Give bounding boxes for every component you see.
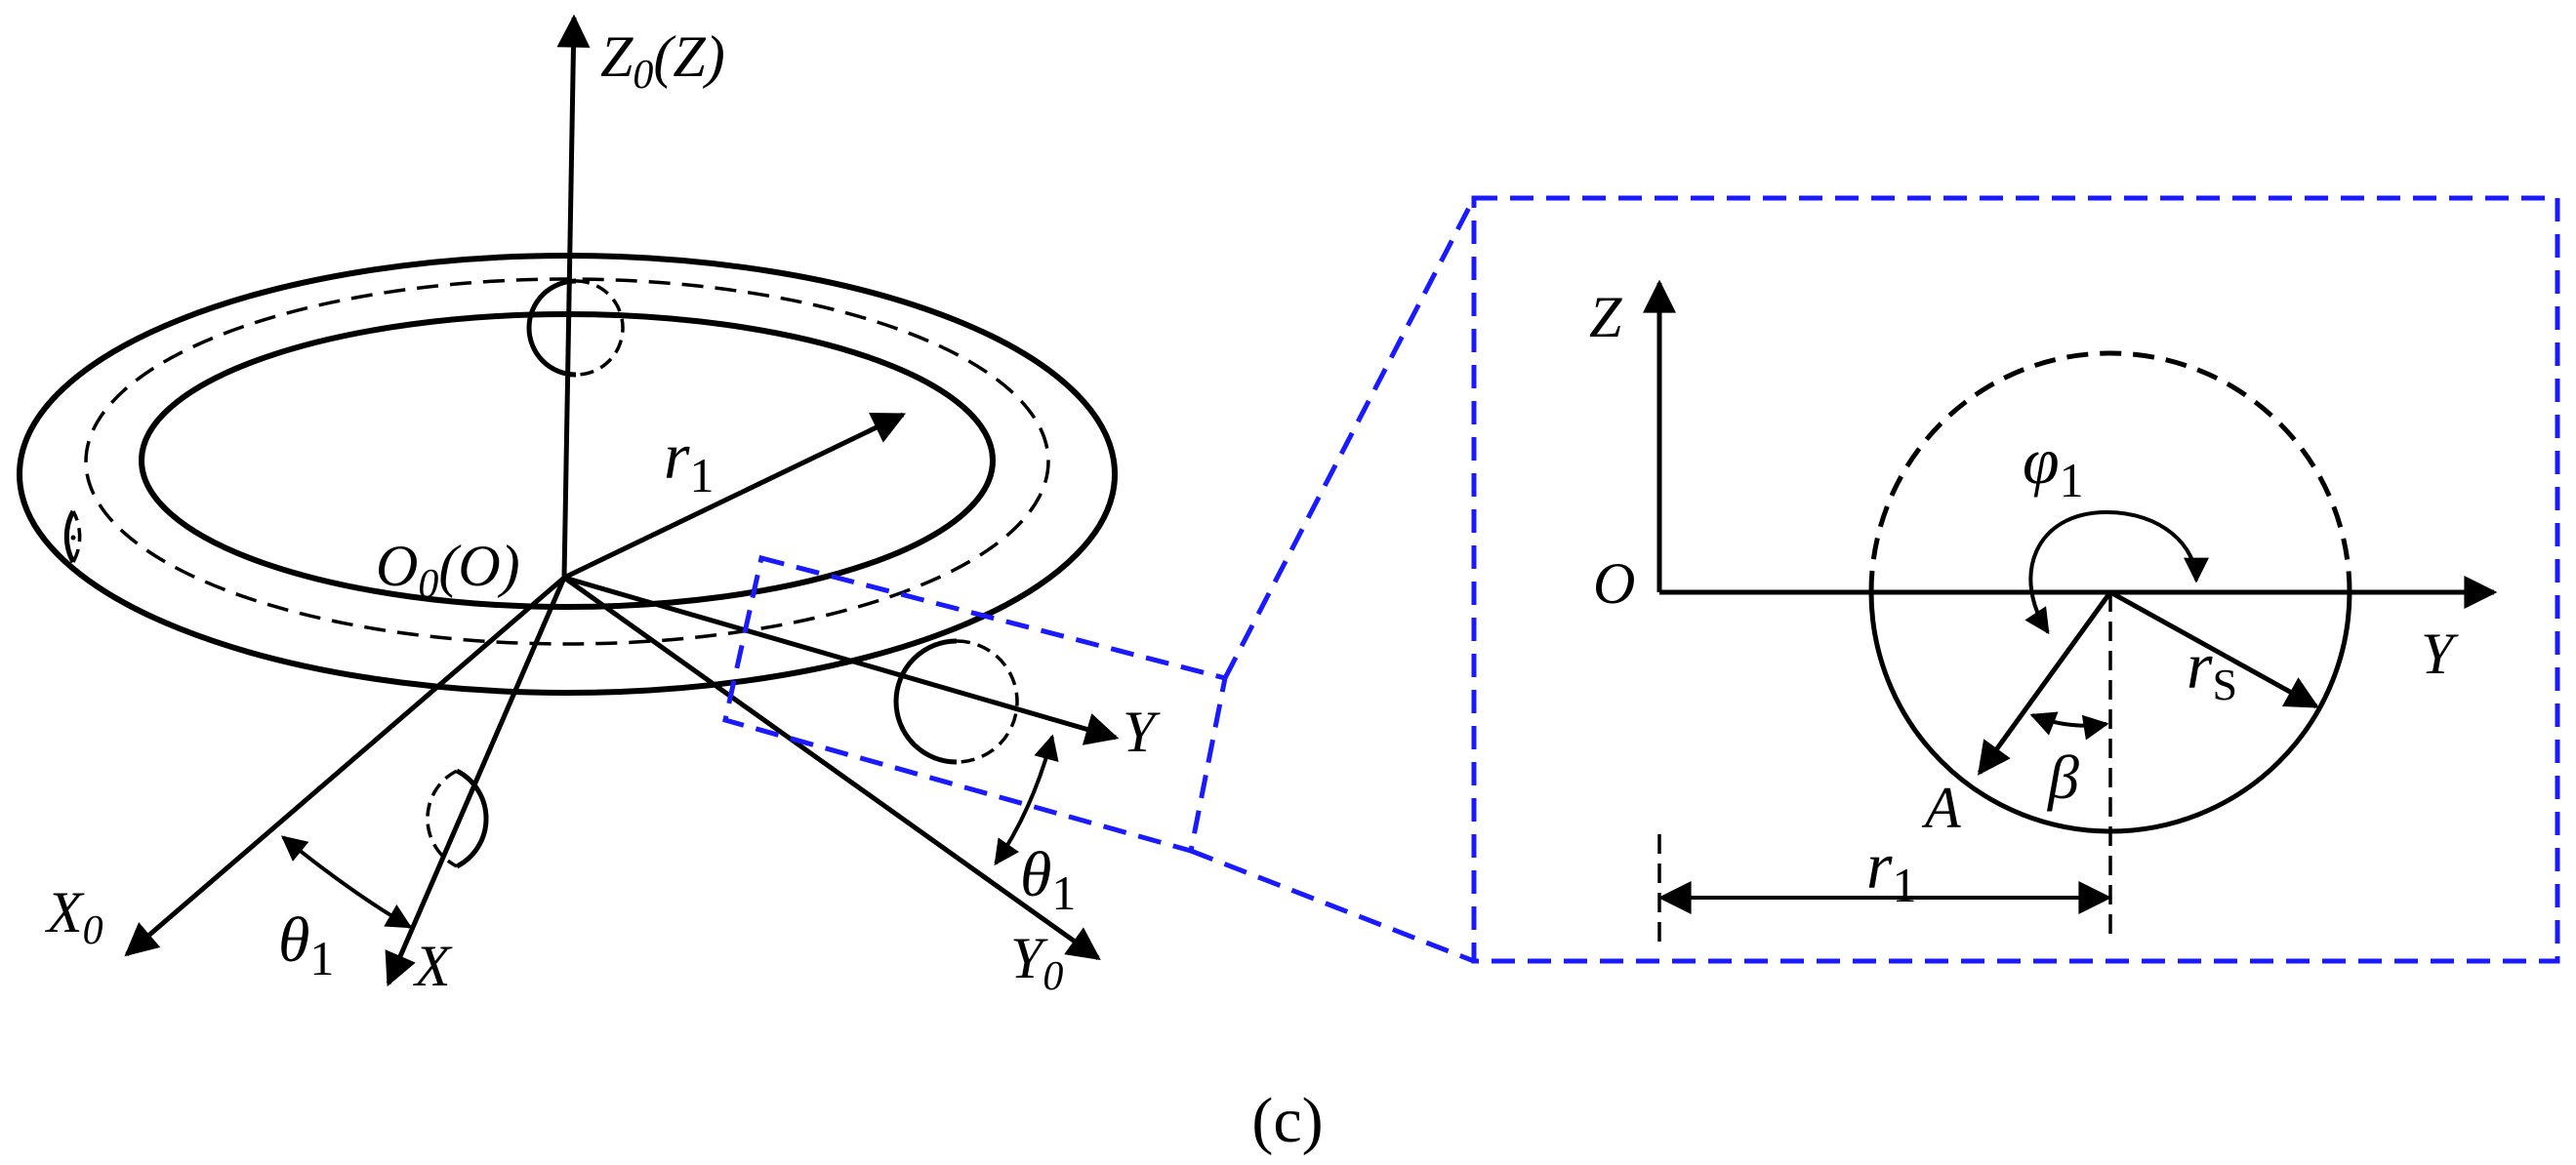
r1-label: r1	[664, 419, 714, 502]
zoom-connector-bottom	[1190, 848, 1475, 964]
y-axis-label: Y	[1123, 700, 1161, 764]
detail-frame	[1471, 195, 2560, 964]
detail-view-labels: Z O Y φ1 rS A β r1	[1589, 285, 2459, 912]
tube-section-top	[526, 278, 625, 378]
theta1-left-label: θ1	[278, 904, 334, 985]
x0-axis	[124, 576, 566, 957]
beta-label: β	[2046, 743, 2079, 812]
y0-axis-label: Y0	[1010, 926, 1063, 999]
zoom-connector-top	[1222, 196, 1477, 680]
theta1-right-label: θ1	[1020, 839, 1076, 920]
detail-y-label: Y	[2421, 622, 2459, 686]
rs-label: rS	[2187, 628, 2237, 709]
z0-axis	[556, 14, 591, 579]
detail-z-label: Z	[1589, 285, 1622, 349]
beta-arc	[2029, 711, 2109, 741]
x0-axis-label: X0	[45, 880, 103, 953]
figure-caption: (c)	[1251, 1085, 1323, 1156]
x-axis	[385, 577, 567, 987]
tube-section-bottom	[426, 768, 489, 869]
phi1-arc	[2024, 509, 2209, 635]
torus-outer-ellipse	[17, 253, 1118, 696]
tube-upper-dashed-arc	[1868, 350, 2352, 593]
left-view-labels: Z0(Z) O0(O) r1 X0 X θ1 Y θ1 Y0	[45, 24, 1161, 999]
y0-axis	[562, 575, 1101, 961]
r1-radius-arrow	[562, 412, 907, 581]
point-a-label: A	[1921, 776, 1961, 840]
detail-view	[1643, 279, 2498, 942]
detail-origin-label: O	[1593, 551, 1635, 616]
theta1-right-arc	[994, 734, 1059, 866]
zoom-callout	[722, 195, 2560, 964]
y-axis	[563, 575, 1120, 745]
phi1-label: φ1	[2023, 423, 2084, 507]
x-axis-label: X	[413, 934, 453, 998]
z0-axis-label: Z0(Z)	[600, 24, 725, 98]
tube-section-left	[63, 509, 82, 564]
tube-section-right	[893, 638, 1019, 765]
point-a-radius-arrow	[1977, 590, 2113, 776]
theta1-left-arc	[280, 835, 413, 929]
origin-label: O0(O)	[376, 534, 520, 607]
r1-dimension-label: r1	[1866, 828, 1916, 912]
torus-left-view	[17, 14, 1120, 987]
